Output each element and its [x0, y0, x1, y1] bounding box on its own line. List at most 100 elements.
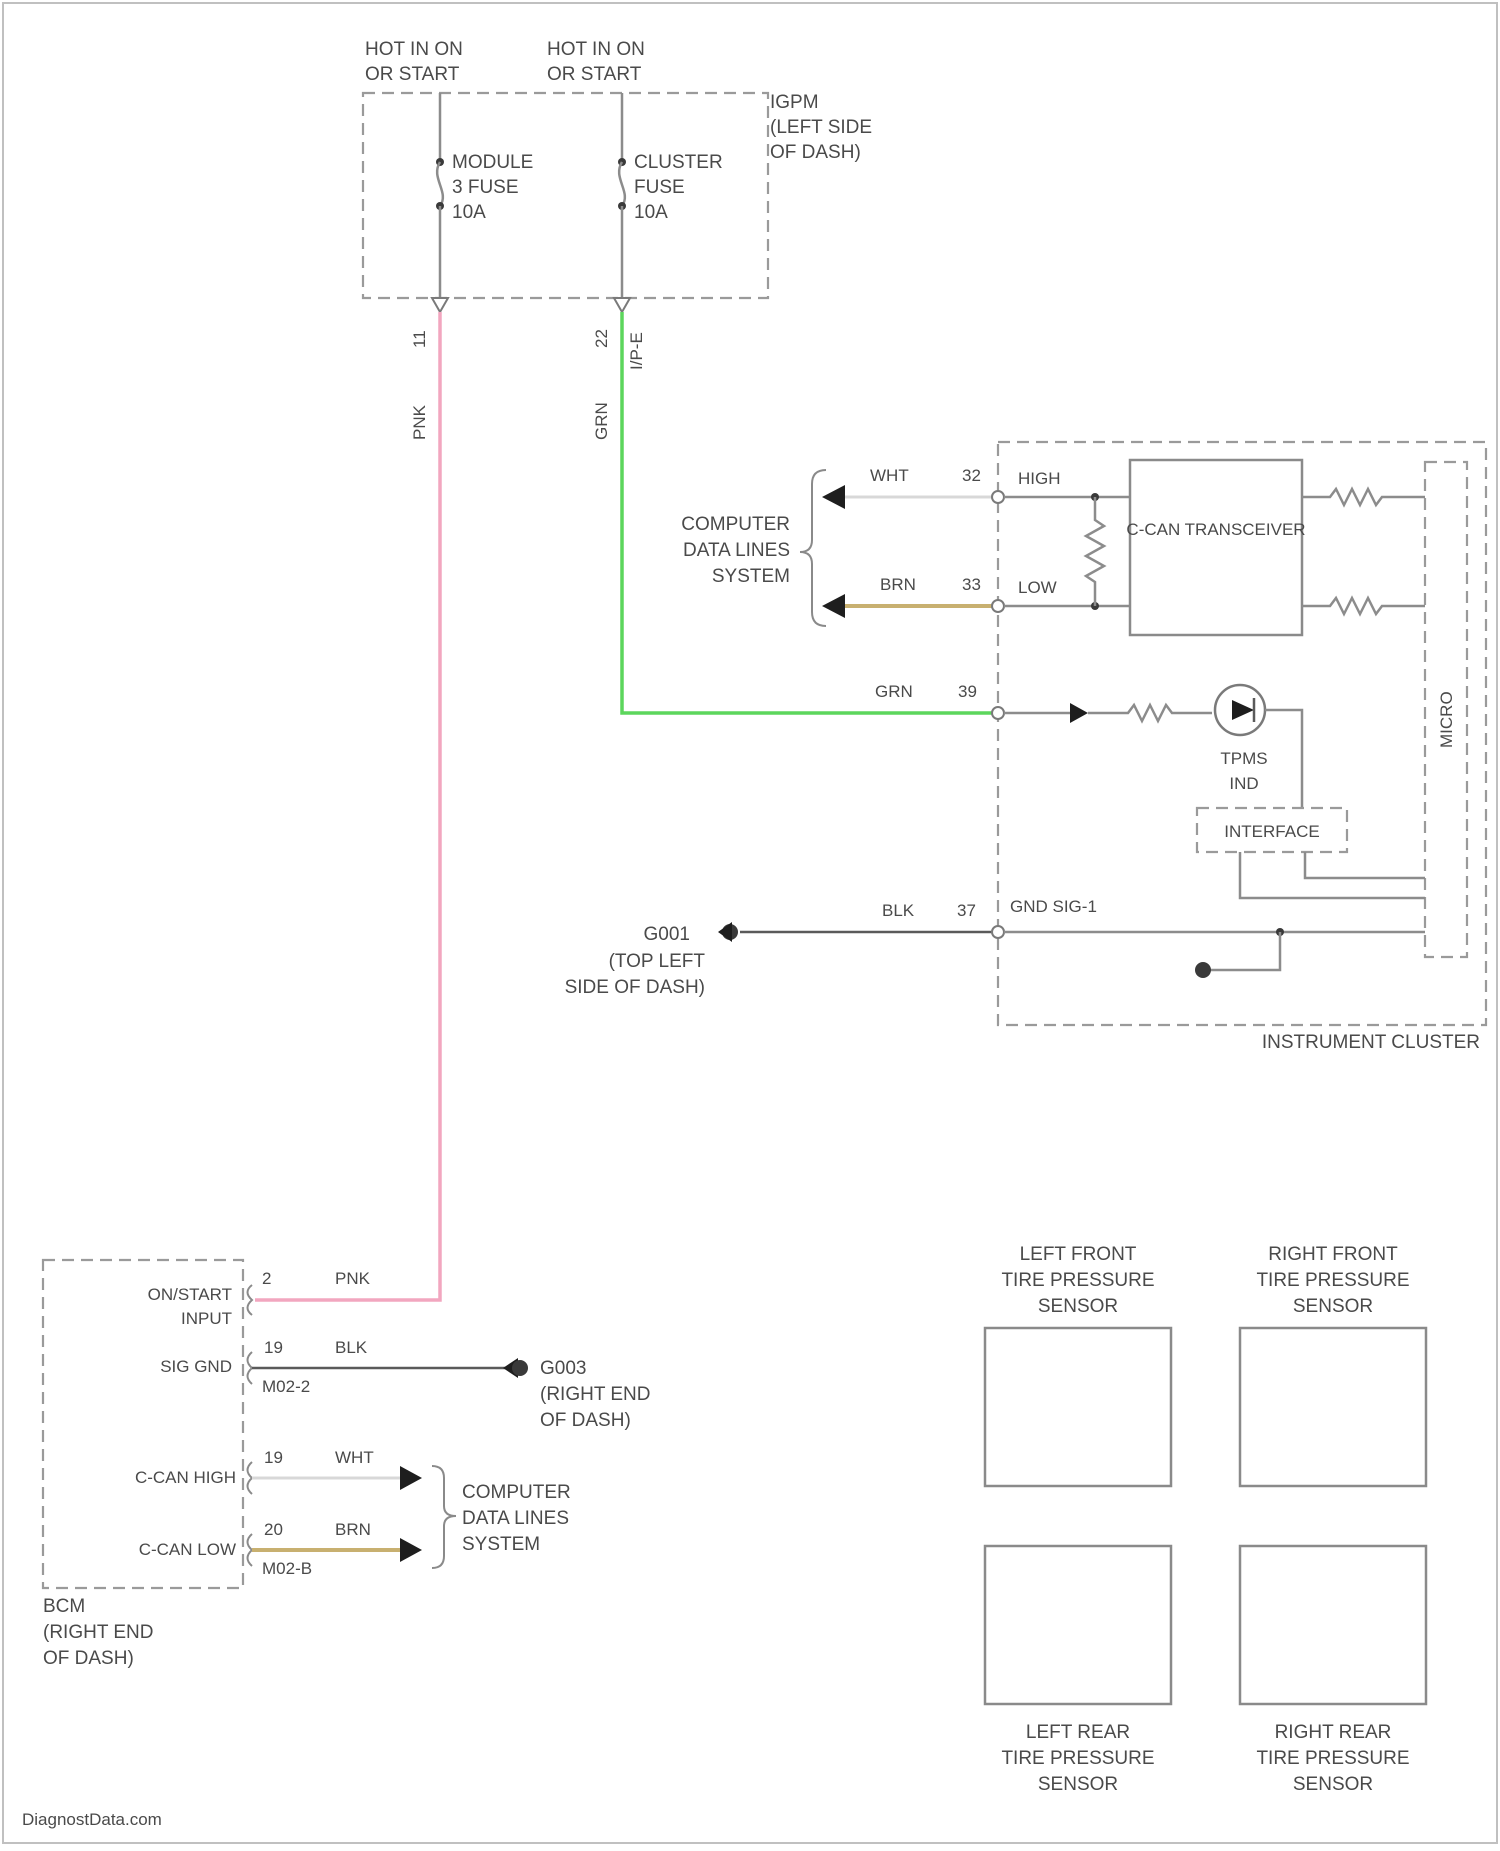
bcm-name-3: OF DASH): [43, 1648, 134, 1669]
fuse-left-label-1: MODULE: [452, 152, 533, 173]
can-low-label: C-CAN LOW: [139, 1540, 236, 1559]
g001-ref-1: G001: [644, 924, 690, 945]
can-transceiver-label: C-CAN TRANSCEIVER: [1126, 520, 1305, 539]
watermark: DiagnostData.com: [22, 1810, 162, 1829]
gnd-branch-wire: [1210, 932, 1280, 970]
bcm-data-lines-brace: [432, 1466, 456, 1568]
micro-label: MICRO: [1437, 691, 1456, 748]
can-high-arrow: [400, 1466, 422, 1490]
tpms-label-2: IND: [1229, 774, 1258, 793]
fuse-block-name-1: IGPM: [770, 92, 819, 113]
wire-color-left: PNK: [410, 404, 429, 440]
bcm: BCM (RIGHT END OF DASH) ON/START INPUT 2…: [43, 1260, 650, 1669]
fuse-block-name-3: OF DASH): [770, 142, 861, 163]
fuse-right-label-3: 10A: [634, 202, 668, 223]
interface-to-micro-wire-2: [1240, 852, 1425, 898]
rr-sensor-label-2: TIRE PRESSURE: [1256, 1748, 1409, 1769]
lr-sensor-label-1: LEFT REAR: [1026, 1722, 1130, 1743]
lr-sensor-label-3: SENSOR: [1038, 1774, 1118, 1795]
tpms-wire-color: GRN: [875, 682, 913, 701]
right-connector: [614, 298, 630, 312]
cluster-data-lines-1: COMPUTER: [681, 514, 790, 535]
low-wire-color: BRN: [880, 575, 916, 594]
tpms-arrow: [1070, 703, 1088, 723]
can-transceiver-box: [1130, 460, 1302, 635]
high-arrow: [822, 485, 845, 509]
bcm-data-lines-3: SYSTEM: [462, 1534, 540, 1555]
cluster-title: INSTRUMENT CLUSTER: [1262, 1032, 1480, 1053]
on-start-label-2: INPUT: [181, 1309, 232, 1328]
ground-g001-arrow: [718, 922, 732, 942]
rf-sensor-label-1: RIGHT FRONT: [1268, 1244, 1398, 1265]
tpms-to-interface-wire: [1265, 710, 1302, 808]
lf-sensor-label-3: SENSOR: [1038, 1296, 1118, 1317]
cluster-data-lines-2: DATA LINES: [683, 540, 790, 561]
rf-sensor-box: [1240, 1328, 1426, 1486]
can-high-connector: [248, 1462, 253, 1494]
tpms-connector: [992, 707, 1004, 719]
green-wire-tpms: [622, 312, 993, 713]
tpms-resistor-icon: [1088, 705, 1212, 721]
rf-sensor-label-2: TIRE PRESSURE: [1256, 1270, 1409, 1291]
tx-resistor-high-icon: [1302, 489, 1425, 505]
fuse-right-icon: [619, 162, 625, 206]
g001-ref-3: SIDE OF DASH): [565, 977, 705, 998]
bcm-name-2: (RIGHT END: [43, 1622, 153, 1643]
on-start-wire-color: PNK: [335, 1269, 371, 1288]
can-low-connector: [248, 1534, 253, 1566]
fuse-block-name-2: (LEFT SIDE: [770, 117, 872, 138]
low-pin: 33: [962, 575, 981, 594]
interface-label: INTERFACE: [1224, 822, 1319, 841]
lf-sensor-label-2: TIRE PRESSURE: [1001, 1270, 1154, 1291]
tpms-label-1: TPMS: [1220, 749, 1267, 768]
high-label: HIGH: [1018, 469, 1061, 488]
lf-sensor-label-1: LEFT FRONT: [1020, 1244, 1137, 1265]
bcm-data-lines-1: COMPUTER: [462, 1482, 571, 1503]
pin-left: 11: [410, 330, 429, 348]
termination-resistor-icon: [1086, 497, 1104, 606]
high-wire-color: WHT: [870, 466, 909, 485]
low-arrow: [822, 594, 845, 618]
gnd-label: GND SIG-1: [1010, 897, 1097, 916]
can-connector-id: M02-B: [262, 1559, 312, 1578]
g003-ref-3: OF DASH): [540, 1410, 631, 1431]
sig-gnd-pin: 19: [264, 1338, 283, 1357]
lr-sensor-box: [985, 1546, 1171, 1704]
g001-ref-2: (TOP LEFT: [609, 951, 706, 972]
gnd-wire-color: BLK: [882, 901, 915, 920]
left-connector: [432, 298, 448, 312]
feed-left-line2: OR START: [365, 64, 460, 85]
feed-right-line1: HOT IN ON: [547, 39, 645, 60]
can-low-wire-color: BRN: [335, 1520, 371, 1539]
bcm-data-lines-2: DATA LINES: [462, 1508, 569, 1529]
cluster-data-lines-brace: [800, 470, 826, 626]
on-start-label-1: ON/START: [148, 1285, 232, 1304]
fuse-right-label-1: CLUSTER: [634, 152, 723, 173]
fuse-left-label-2: 3 FUSE: [452, 177, 519, 198]
ground-g003-icon: [512, 1360, 528, 1376]
g003-ref-2: (RIGHT END: [540, 1384, 650, 1405]
pin-right: 22: [592, 329, 611, 348]
cluster-data-lines-3: SYSTEM: [712, 566, 790, 587]
can-high-wire-color: WHT: [335, 1448, 374, 1467]
fuse-left-label-3: 10A: [452, 202, 486, 223]
gnd-connector: [992, 926, 1004, 938]
sig-gnd-label: SIG GND: [160, 1357, 232, 1376]
lf-sensor-box: [985, 1328, 1171, 1486]
tx-resistor-low-icon: [1302, 598, 1425, 614]
rf-sensor-label-3: SENSOR: [1293, 1296, 1373, 1317]
feed-right-line2: OR START: [547, 64, 642, 85]
wire-color-right: GRN: [592, 402, 611, 440]
sig-gnd-connector: [248, 1352, 253, 1384]
bcm-name-1: BCM: [43, 1596, 85, 1617]
fuse-left-icon: [437, 162, 443, 206]
rr-sensor-box: [1240, 1546, 1426, 1704]
gnd-branch-icon: [1195, 962, 1211, 978]
lr-sensor-label-2: TIRE PRESSURE: [1001, 1748, 1154, 1769]
sig-gnd-wire-color: BLK: [335, 1338, 368, 1357]
on-start-pin: 2: [262, 1269, 271, 1288]
can-low-arrow: [400, 1538, 422, 1562]
on-start-connector: [248, 1285, 253, 1315]
